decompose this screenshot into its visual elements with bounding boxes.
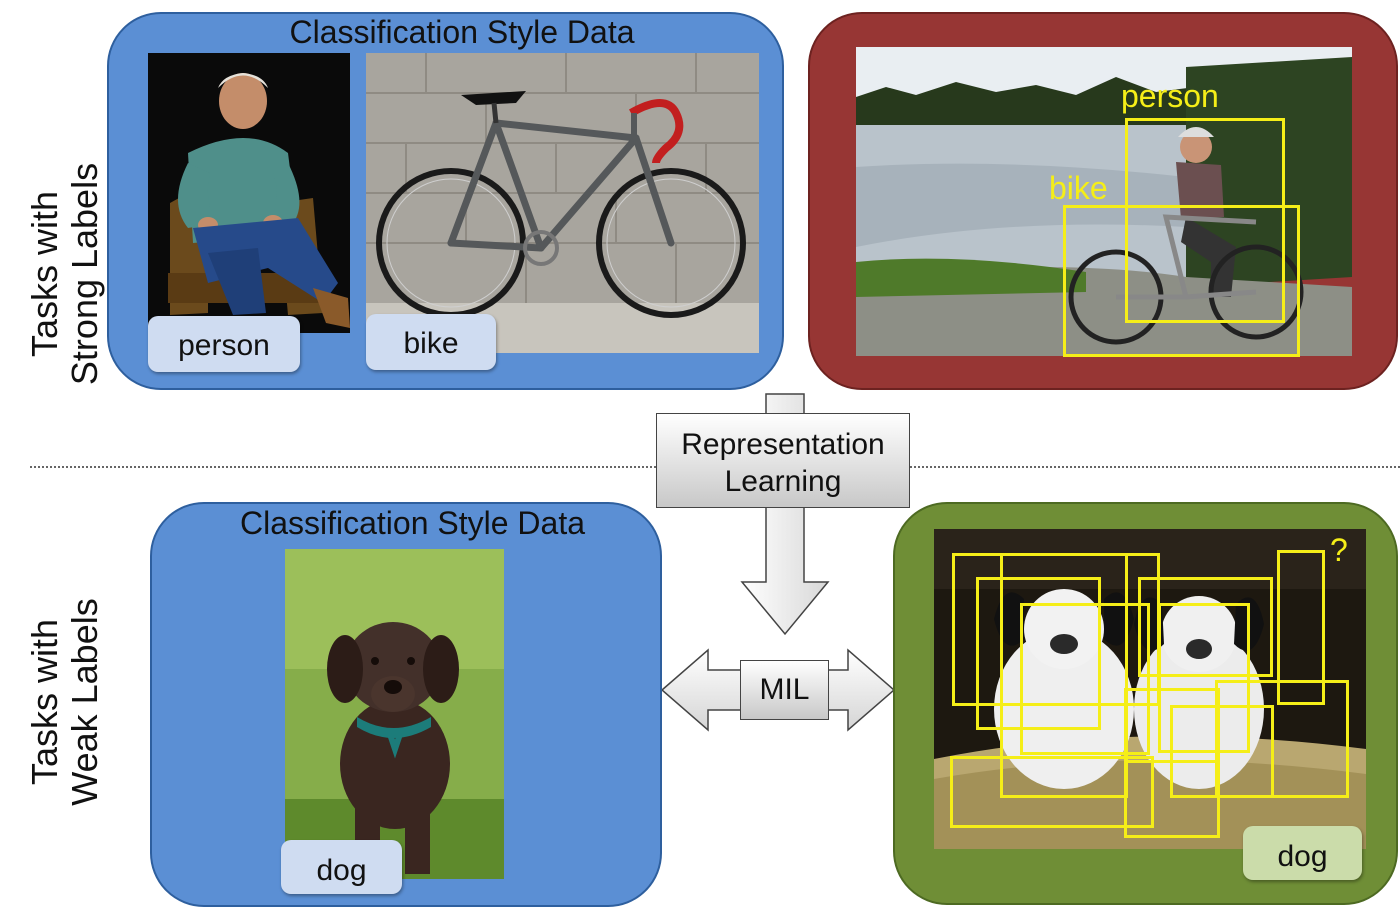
representation-label-line2: Learning bbox=[724, 465, 842, 498]
side-label-weak-line2: Weak Labels bbox=[64, 598, 105, 806]
candidate-box bbox=[1158, 603, 1250, 753]
dog-tag-right: dog bbox=[1243, 826, 1362, 880]
candidate-box bbox=[1277, 550, 1325, 705]
strong-classification-title: Classification Style Data bbox=[289, 14, 635, 50]
bike-tag: bike bbox=[366, 314, 496, 370]
bike-box-label: bike bbox=[1049, 170, 1108, 206]
mil-box: MIL bbox=[740, 660, 829, 720]
representation-learning-box: Representation Learning bbox=[656, 413, 910, 508]
bike-detection-box bbox=[1063, 205, 1300, 357]
candidate-box bbox=[1020, 603, 1150, 755]
dog-tag-left: dog bbox=[281, 840, 402, 894]
question-mark-label: ? bbox=[1330, 532, 1348, 568]
person-detection-box bbox=[1125, 118, 1285, 323]
candidate-box bbox=[976, 577, 1101, 730]
candidate-box bbox=[1170, 705, 1274, 798]
candidate-box bbox=[1215, 680, 1349, 798]
weak-classification-title: Classification Style Data bbox=[239, 505, 586, 541]
representation-label-line1: Representation bbox=[681, 428, 885, 461]
side-label-strong-line2: Strong Labels bbox=[64, 162, 105, 386]
lake-cyclist-photo bbox=[856, 47, 1352, 356]
candidate-box bbox=[1124, 760, 1220, 838]
side-label-strong: Tasks with Strong Labels bbox=[24, 144, 105, 404]
person-tag: person bbox=[148, 316, 300, 372]
side-label-weak: Tasks with Weak Labels bbox=[24, 572, 105, 832]
person-box-label: person bbox=[1121, 78, 1219, 114]
dog-photo bbox=[285, 549, 504, 879]
candidate-box bbox=[950, 756, 1154, 828]
candidate-box bbox=[1138, 577, 1273, 677]
side-label-strong-line1: Tasks with bbox=[24, 190, 65, 358]
candidate-box bbox=[1000, 553, 1128, 798]
person-photo bbox=[148, 53, 350, 333]
side-label-weak-line1: Tasks with bbox=[24, 618, 65, 786]
bike-photo bbox=[366, 53, 759, 353]
